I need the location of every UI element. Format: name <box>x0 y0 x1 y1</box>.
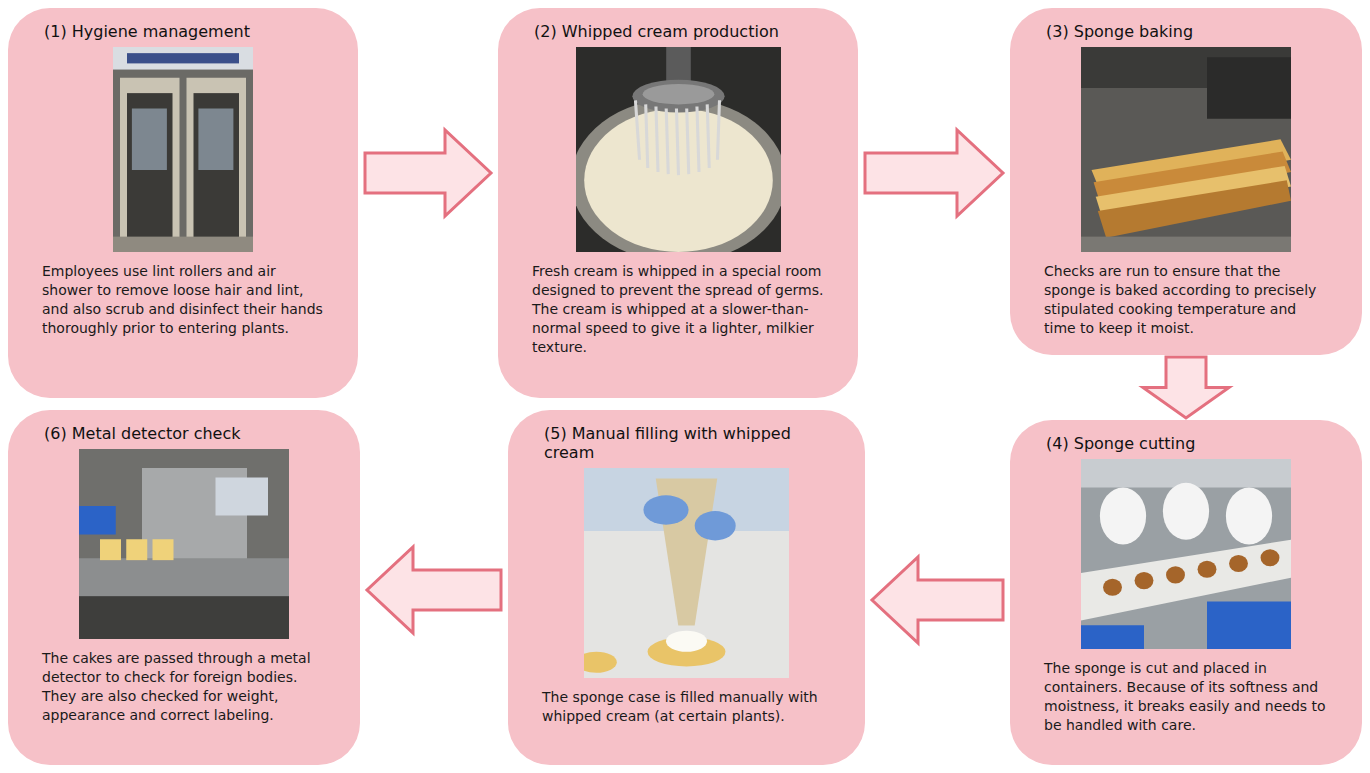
step-description: The sponge is cut and placed in containe… <box>1036 659 1336 735</box>
step-photo <box>113 47 253 252</box>
step-heading: (6) Metal detector check <box>34 424 334 443</box>
process-box: (6) Metal detector checkThe cakes are pa… <box>8 410 360 765</box>
step-heading: (2) Whipped cream production <box>524 22 832 41</box>
process-box: (5) Manual filling with whipped creamThe… <box>508 410 865 765</box>
flow-arrow <box>367 547 501 633</box>
step-heading: (3) Sponge baking <box>1036 22 1336 41</box>
step-photo <box>1081 47 1291 252</box>
flow-arrow <box>365 130 491 216</box>
step-description: Checks are run to ensure that the sponge… <box>1036 262 1336 338</box>
step-description: Employees use lint rollers and air showe… <box>34 262 332 338</box>
photo-illustration <box>79 449 289 639</box>
process-box: (3) Sponge bakingChecks are run to ensur… <box>1010 8 1362 355</box>
step-heading: (1) Hygiene management <box>34 22 332 41</box>
step-photo <box>79 449 289 639</box>
step-description: The sponge case is filled manually with … <box>534 688 839 726</box>
photo-illustration <box>584 468 789 678</box>
step-photo <box>584 468 789 678</box>
process-box: (2) Whipped cream productionFresh cream … <box>498 8 858 398</box>
photo-illustration <box>1081 459 1291 649</box>
step-heading: (5) Manual filling with whipped cream <box>534 424 839 462</box>
flow-arrow <box>865 130 1003 216</box>
flow-arrow <box>872 557 1003 643</box>
flow-arrow <box>1143 357 1229 418</box>
step-description: Fresh cream is whipped in a special room… <box>524 262 832 357</box>
process-box: (1) Hygiene managementEmployees use lint… <box>8 8 358 398</box>
photo-illustration <box>576 47 781 252</box>
process-box: (4) Sponge cuttingThe sponge is cut and … <box>1010 420 1362 765</box>
step-heading: (4) Sponge cutting <box>1036 434 1336 453</box>
photo-illustration <box>1081 47 1291 252</box>
photo-illustration <box>113 47 253 252</box>
step-description: The cakes are passed through a metal det… <box>34 649 334 725</box>
step-photo <box>576 47 781 252</box>
step-photo <box>1081 459 1291 649</box>
